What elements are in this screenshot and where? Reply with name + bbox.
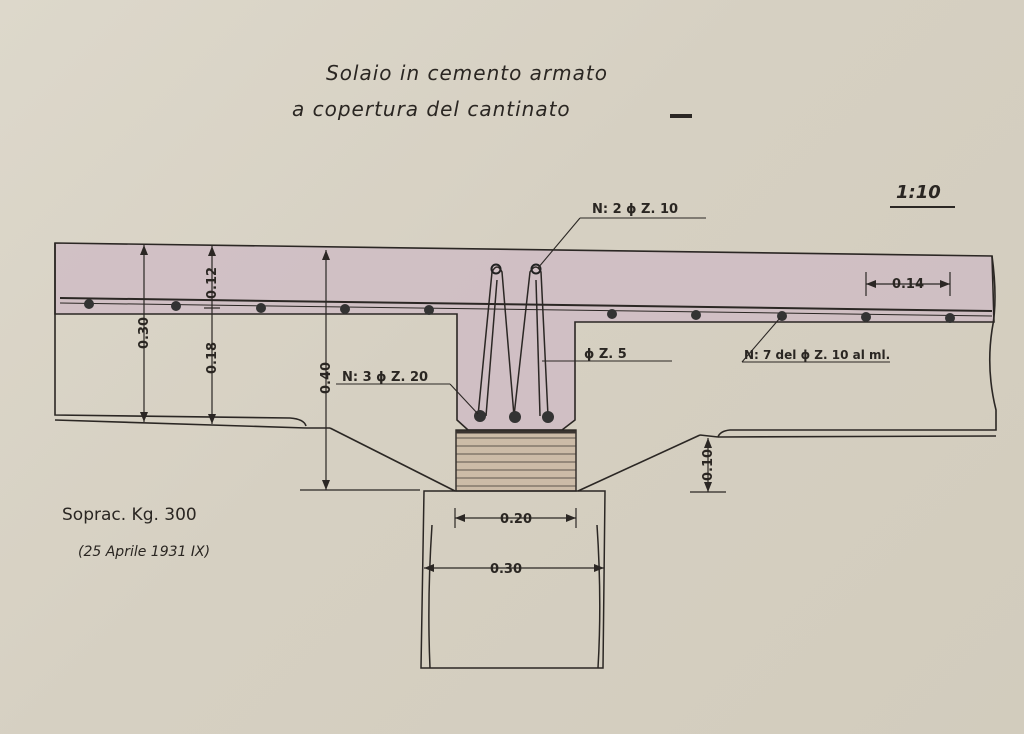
date-note: (25 Aprile 1931 IX) bbox=[78, 544, 210, 560]
beam-top-bars bbox=[490, 263, 542, 275]
dim-slab-joist: 0.18 bbox=[205, 342, 220, 374]
dim-haunch: 0.10 bbox=[701, 449, 716, 481]
load-note: Soprac. Kg. 300 bbox=[62, 505, 197, 525]
annotation-bottom-bars: N: 3 ϕ Z. 20 bbox=[342, 370, 428, 385]
slab-outline bbox=[54, 243, 997, 492]
annotation-slab-bars: N: 7 del ϕ Z. 10 al ml. bbox=[744, 348, 890, 362]
dim-slab-top: 0.12 bbox=[205, 267, 220, 299]
dim-bar-spacing: 0.14 bbox=[892, 277, 924, 292]
drawing-title-line2: a copertura del cantinato bbox=[292, 97, 571, 121]
masonry-hatch bbox=[456, 430, 576, 487]
dim-beam-depth: 0.40 bbox=[319, 362, 334, 394]
leader-lines bbox=[336, 217, 890, 415]
drawing-title-line1: Solaio in cemento armato bbox=[326, 61, 608, 85]
concrete-section bbox=[54, 242, 995, 431]
dim-slab-total: 0.30 bbox=[137, 317, 152, 349]
supporting-wall bbox=[420, 490, 606, 669]
masonry-block bbox=[455, 429, 577, 492]
scale-label: 1:10 bbox=[896, 182, 941, 203]
beam-bottom-bars bbox=[474, 410, 554, 423]
annotation-stirrups: ϕ Z. 5 bbox=[584, 347, 627, 362]
annotation-top-bars: N: 2 ϕ Z. 10 bbox=[592, 202, 678, 217]
dimension-arrows bbox=[140, 245, 950, 572]
dim-wall-width: 0.30 bbox=[490, 562, 522, 577]
dim-rib-width: 0.20 bbox=[500, 512, 532, 527]
slab-bars bbox=[84, 299, 955, 323]
